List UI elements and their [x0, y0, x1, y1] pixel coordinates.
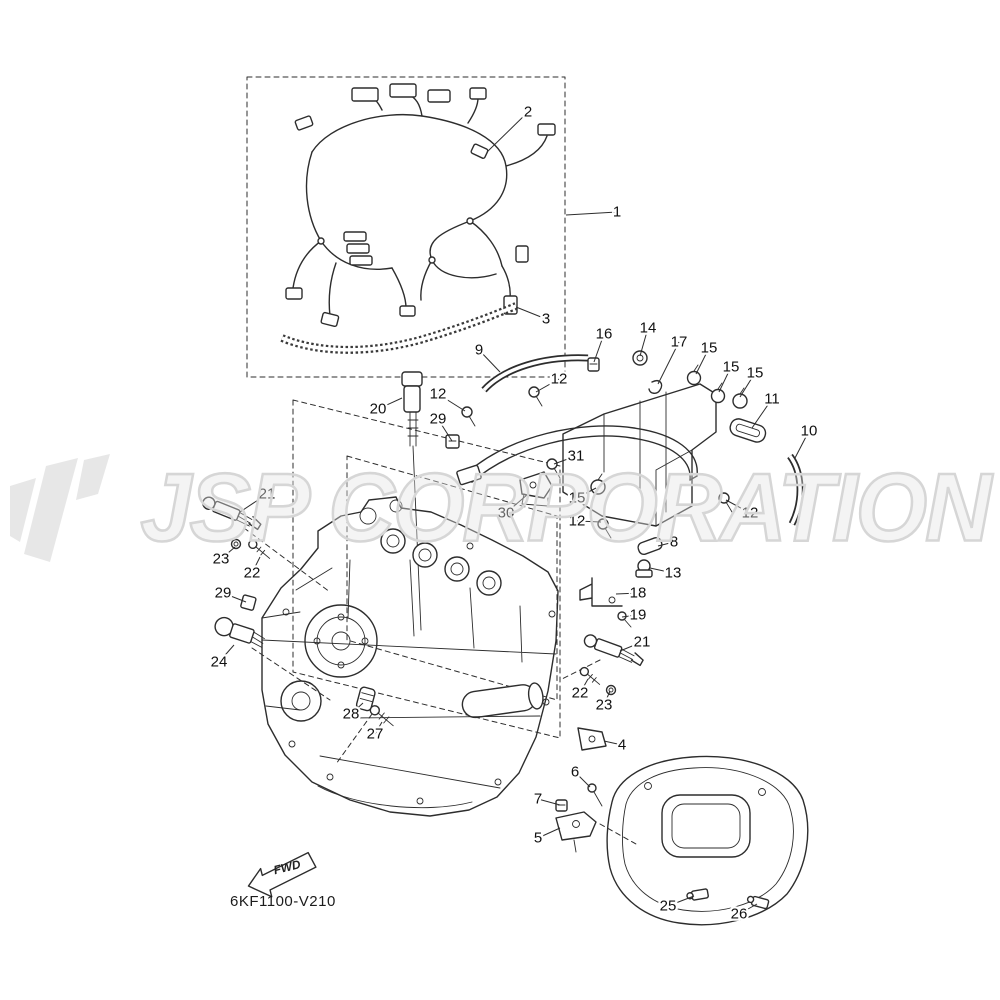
callout-leader-line — [478, 349, 501, 373]
callout-leader-line — [505, 493, 529, 514]
callout-number-30: 30 — [498, 505, 515, 522]
callout-number-20: 20 — [370, 401, 387, 418]
callout-leader-line — [593, 333, 605, 363]
part-drawing-wire-harness — [280, 83, 556, 354]
callout-number-22: 22 — [572, 685, 589, 702]
callout-number-23: 23 — [213, 551, 230, 568]
callout-number-16: 16 — [596, 326, 613, 343]
callout-leader-line — [350, 702, 364, 715]
callout-leader-line — [437, 418, 453, 442]
callout-number-23: 23 — [596, 697, 613, 714]
callout-number-9: 9 — [475, 342, 483, 359]
callout-number-15: 15 — [747, 365, 764, 382]
callout-number-18: 18 — [630, 585, 647, 602]
callout-leader-line — [576, 520, 602, 523]
callout-number-27: 27 — [367, 726, 384, 743]
callout-leader-line — [486, 111, 529, 153]
part-drawing-sensors — [202, 371, 644, 727]
callout-leader-line — [639, 327, 649, 357]
callout-leader-line — [649, 567, 674, 574]
callout-leader-line — [751, 398, 773, 429]
callout-leader-line — [565, 211, 618, 216]
callout-leader-line — [615, 592, 639, 595]
callout-leader-line — [251, 556, 261, 574]
callout-leader-line — [537, 827, 561, 839]
callout-leader-line — [239, 493, 268, 513]
callout-leader-line — [374, 721, 383, 735]
callout-number-1: 1 — [613, 204, 621, 221]
callout-leader-line — [621, 614, 639, 618]
callout-number-28: 28 — [343, 706, 360, 723]
callout-leader-line — [574, 771, 591, 788]
callout-number-12: 12 — [430, 386, 447, 403]
callout-leader-line — [603, 740, 623, 746]
fwd-label: FWD — [272, 857, 302, 877]
callout-number-4: 4 — [618, 737, 626, 754]
callout-number-24: 24 — [211, 654, 228, 671]
callout-number-15: 15 — [569, 490, 586, 507]
callout-number-17: 17 — [671, 334, 688, 351]
callout-leader-line — [718, 366, 732, 393]
assembly-plane-guides — [243, 399, 637, 845]
diagram-code-label: 6KF1100-V210 — [230, 893, 336, 910]
callout-number-22: 22 — [244, 565, 261, 582]
callout-leader-line — [725, 499, 751, 514]
engine-block-drawing — [261, 496, 559, 817]
callout-leader-line — [657, 341, 680, 385]
callout-leader-line — [220, 546, 236, 560]
callout-leader-line — [576, 487, 597, 499]
callout-number-3: 3 — [542, 311, 550, 328]
callout-number-2: 2 — [524, 104, 532, 121]
callout-number-5: 5 — [534, 830, 542, 847]
callout-number-12: 12 — [569, 513, 586, 530]
callout-leader-line — [695, 347, 710, 375]
callout-leader-line — [377, 397, 403, 410]
callout-leader-line — [579, 678, 589, 694]
callout-number-11: 11 — [764, 391, 780, 408]
callout-number-6: 6 — [571, 764, 579, 781]
callout-number-13: 13 — [665, 565, 682, 582]
callout-number-19: 19 — [630, 607, 647, 624]
part-drawing-lower-brackets — [555, 727, 607, 853]
callout-number-26: 26 — [731, 906, 748, 923]
callout-number-29: 29 — [430, 411, 447, 428]
callout-leader-line — [619, 641, 643, 652]
callout-leader-line — [667, 895, 695, 907]
callout-number-10: 10 — [801, 423, 818, 440]
callout-number-21: 21 — [259, 486, 276, 503]
callout-number-15: 15 — [701, 340, 718, 357]
callout-leader-line — [437, 393, 466, 412]
callout-leader-line — [738, 903, 758, 915]
callout-leader-line — [515, 306, 547, 320]
callout-leader-line — [218, 644, 235, 663]
part-drawing-bracket-assembly — [456, 350, 804, 628]
bottom-cowling-drawing — [606, 755, 809, 926]
callout-leader-line — [739, 372, 756, 398]
callout-number-31: 31 — [568, 448, 585, 465]
callout-number-8: 8 — [670, 534, 678, 551]
callout-number-12: 12 — [742, 505, 759, 522]
callout-leader-line — [537, 798, 561, 806]
callout-number-14: 14 — [640, 320, 657, 337]
callout-leader-line — [657, 541, 675, 547]
callout-number-7: 7 — [534, 791, 542, 808]
callout-number-15: 15 — [723, 359, 740, 376]
callout-number-12: 12 — [551, 371, 568, 388]
callout-leader-line — [535, 378, 560, 393]
callout-number-29: 29 — [215, 585, 232, 602]
callout-leader-line — [794, 430, 810, 459]
callout-leader-line — [553, 455, 577, 465]
callout-number-21: 21 — [634, 634, 651, 651]
callout-number-25: 25 — [660, 898, 677, 915]
fwd-arrow: FWD — [247, 851, 317, 898]
callout-leader-line — [222, 592, 247, 603]
callout-leader-line — [603, 690, 611, 706]
